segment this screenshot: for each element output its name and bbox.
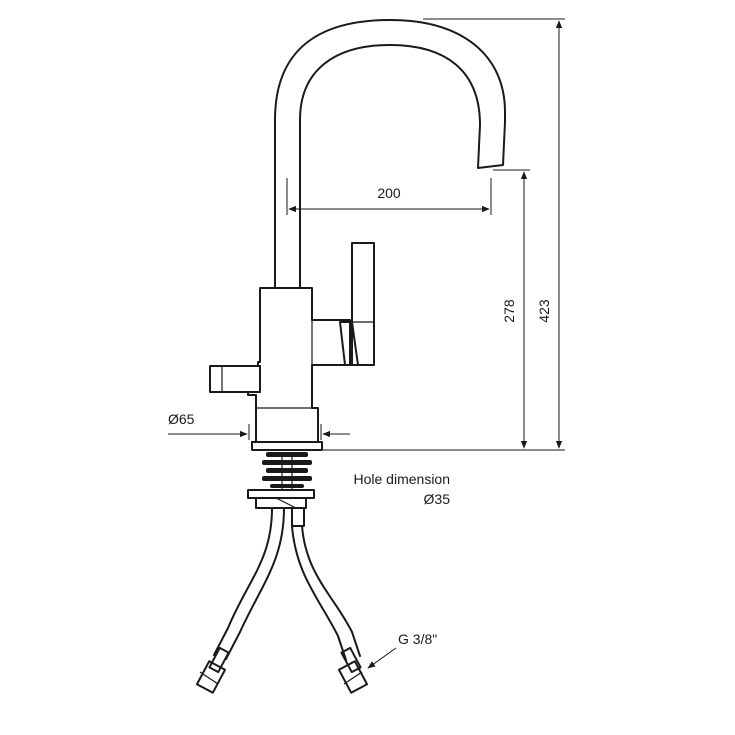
dim-outlet-height-label: 278 [501,299,517,323]
hole-dimension-value: Ø35 [424,491,451,507]
hose-fitting-left [195,646,230,694]
connection-label: G 3/8" [398,631,437,647]
dimensions: 200 278 423 Ø65 Hole dimension Ø35 G 3/8… [168,18,565,669]
dim-reach-label: 200 [377,185,401,201]
base-plate [251,441,323,451]
mounting-thread [262,452,312,490]
supply-hoses [195,507,369,694]
lever-handle [339,242,375,366]
connection-leader [367,647,397,669]
mounting-nut [247,489,315,509]
spout [274,19,506,289]
dim-total-height-label: 423 [536,299,552,323]
dim-base-label: Ø65 [168,411,195,427]
hose-fitting-right [337,646,369,694]
hole-dimension-title: Hole dimension [354,471,451,487]
faucet-body [247,287,351,443]
faucet [195,19,506,694]
side-knob [209,365,261,393]
supply-connector [291,507,305,527]
